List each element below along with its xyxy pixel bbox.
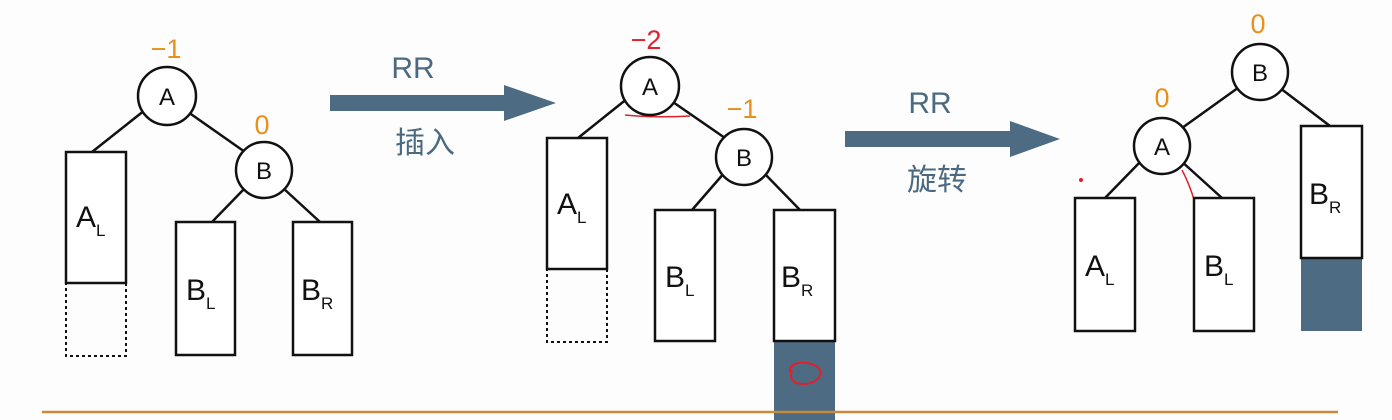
arrow1-label-bottom: 插入 [395, 126, 455, 161]
node-b-label: B [1252, 60, 1268, 87]
highlight-stroke [624, 114, 691, 118]
edge-b-br [762, 171, 801, 211]
arrow-right-icon [845, 121, 1060, 157]
arrow2-label-bottom: 旋转 [907, 163, 967, 198]
node-a [1132, 116, 1192, 176]
subtree-br-label: BR [301, 274, 333, 313]
diagram-before-insert: A B −1 0 AL BL BR [64, 34, 354, 357]
balance-factor-a: 0 [1154, 83, 1169, 113]
subtree-br [291, 220, 354, 357]
node-a-label: A [642, 74, 658, 101]
subtree-bl-label: BL [1204, 250, 1233, 289]
balance-factor-b: 0 [1250, 9, 1265, 39]
edge-a-al [577, 97, 629, 139]
edge-a-b [669, 98, 726, 140]
subtree-br-label: BR [1309, 178, 1341, 217]
diagram-after-insert: A B −2 −1 AL BL BR [545, 25, 837, 420]
subtree-al-label: AL [76, 201, 105, 240]
arrow2-label-top: RR [908, 87, 951, 120]
node-b [1230, 42, 1290, 102]
node-b [234, 140, 294, 200]
arrow1-label-top: RR [391, 52, 434, 85]
stray-dot [1079, 178, 1083, 182]
edge-a-al [91, 109, 146, 153]
balance-factor-b: 0 [254, 110, 269, 140]
edge-b-br [282, 187, 321, 223]
edge-a-al [1104, 159, 1143, 199]
subtree-bl [174, 220, 237, 357]
inserted-node-block [774, 341, 835, 420]
diagram-after-rotation: B A 0 0 AL BL BR [1073, 9, 1364, 333]
subtree-bl [653, 208, 717, 343]
subtree-bl-label: BL [665, 261, 694, 300]
subtree-al-label: AL [1085, 250, 1114, 289]
edge-b-bl [211, 187, 246, 223]
balance-factor-a: −2 [631, 25, 662, 55]
subtree-bl-label: BL [186, 274, 215, 313]
node-a [136, 65, 198, 127]
edge-b-bl [691, 171, 726, 211]
node-b [714, 127, 774, 187]
node-b-label: B [256, 158, 272, 185]
subtree-al-placeholder [546, 268, 608, 343]
arrow-rr-insert: RR 插入 [330, 52, 556, 161]
subtree-br-label: BR [781, 261, 813, 300]
inserted-node-block [1301, 258, 1362, 331]
edge-b-br [1279, 87, 1331, 127]
edge-a-b [187, 110, 246, 154]
subtree-al-label: AL [557, 188, 586, 227]
subtree-br [772, 208, 837, 343]
node-b-label: B [736, 145, 752, 172]
edge-b-a [1181, 83, 1243, 130]
node-a-label: A [1154, 134, 1170, 161]
subtree-al-placeholder [65, 282, 127, 357]
subtree-al [545, 136, 609, 271]
arrow-rr-rotate: RR 旋转 [845, 87, 1060, 198]
balance-factor-b: −1 [727, 94, 758, 124]
node-a-label: A [159, 84, 175, 111]
subtree-al [1073, 196, 1137, 333]
edge-a-bl [1179, 159, 1223, 199]
arrow-right-icon [330, 85, 556, 121]
subtree-br [1299, 124, 1364, 260]
balance-factor-a: −1 [151, 34, 182, 64]
subtree-bl [1192, 196, 1256, 333]
node-a [619, 55, 681, 117]
annotation-circle-mark [788, 361, 822, 386]
